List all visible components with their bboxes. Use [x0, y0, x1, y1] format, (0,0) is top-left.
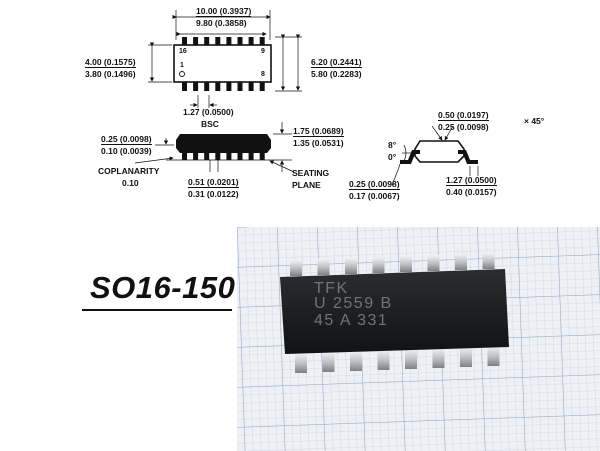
- photo-pin-top: [400, 256, 412, 272]
- photo-pin-bottom: [377, 350, 390, 370]
- pin-1-label: 1: [180, 62, 184, 69]
- dim-chamfer-max: 0.50 (0.0197): [438, 110, 489, 121]
- lead-angle-max: 8°: [388, 140, 397, 150]
- part-name: SO16-150: [90, 270, 236, 305]
- photo-pin-bottom: [405, 349, 417, 369]
- photo-pin-top: [455, 254, 467, 270]
- seating-plane-label-1: SEATING: [292, 168, 330, 178]
- drawing-pin-side: [215, 153, 221, 160]
- drawing-pin-top: [248, 37, 254, 45]
- drawing-pin-top: [193, 37, 199, 45]
- dim-lead-width-min: 0.31 (0.0122): [188, 189, 239, 199]
- dim-foot-length-max: 1.27 (0.0500): [446, 175, 497, 186]
- drawing-pin-bottom: [215, 82, 221, 91]
- drawing-pin-bottom: [237, 82, 243, 91]
- lead-angle-min: 0°: [388, 152, 397, 162]
- drawing-pin-bottom: [259, 82, 265, 91]
- dim-lead-thick-min: 0.17 (0.0067): [349, 191, 400, 201]
- drawing-pin-top: [226, 37, 232, 45]
- photo-pin-top: [345, 258, 357, 274]
- photo-pin-top: [427, 255, 440, 271]
- dim-pitch-note: BSC: [201, 119, 219, 129]
- drawing-pin-bottom: [193, 82, 199, 91]
- pin-16-label: 16: [179, 48, 187, 55]
- dim-body-height-min: 1.35 (0.0531): [293, 138, 344, 148]
- drawing-pin-side: [259, 153, 265, 160]
- photo-pin-bottom: [350, 351, 362, 371]
- side-view: [134, 122, 295, 173]
- drawing-pin-top: [215, 37, 221, 45]
- dim-standoff-min: 0.10 (0.0039): [101, 146, 152, 156]
- chip-photo-graphic: [237, 227, 600, 451]
- photo-pin-bottom: [487, 346, 500, 366]
- chip-marking-line-3: 45 A 331: [314, 312, 389, 329]
- drawing-pin-bottom: [204, 82, 210, 91]
- dim-pitch: 1.27 (0.0500): [183, 107, 234, 117]
- dim-lead-width-max: 0.51 (0.0201): [188, 177, 239, 188]
- pin-8-label: 8: [261, 71, 265, 78]
- part-name-underline: [82, 309, 232, 311]
- dim-left-height-max: 4.00 (0.1575): [85, 57, 136, 68]
- chip-marking-line-1: TFK: [314, 280, 349, 297]
- photo-pin-bottom: [460, 347, 472, 367]
- chip-body: [280, 269, 509, 354]
- pin-9-label: 9: [261, 48, 265, 55]
- photo-pin-bottom: [432, 348, 445, 368]
- photo-pin-top: [372, 257, 385, 273]
- top-view: [148, 10, 302, 108]
- dim-left-height-min: 3.80 (0.1496): [85, 69, 136, 79]
- drawing-pin-side: [204, 153, 210, 160]
- chip-marking-line-2: U 2559 B: [314, 295, 393, 312]
- photo-pin-bottom: [322, 352, 335, 372]
- dim-top-width-min: 9.80 (0.3858): [196, 18, 247, 28]
- package-drawing: [134, 10, 479, 186]
- drawing-pin-top: [204, 37, 210, 45]
- end-view: [391, 125, 479, 186]
- drawing-pin-bottom: [248, 82, 254, 91]
- drawing-pin-side: [193, 153, 199, 160]
- dim-lead-thick-max: 0.25 (0.0098): [349, 179, 400, 190]
- dim-foot-length-min: 0.40 (0.0157): [446, 187, 497, 197]
- drawing-pin-bottom: [226, 82, 232, 91]
- drawing-pin-top: [237, 37, 243, 45]
- drawing-pin-top: [182, 37, 187, 45]
- photo-pin-bottom: [295, 353, 307, 373]
- drawing-pin-top: [259, 37, 265, 45]
- coplanarity-value: 0.10: [122, 178, 139, 188]
- dim-chamfer-min: 0.25 (0.0098): [438, 122, 489, 132]
- photo-pin-top: [317, 259, 330, 275]
- coplanarity-label: COPLANARITY: [98, 166, 160, 176]
- seating-plane-label-2: PLANE: [292, 180, 321, 190]
- photo-pin-top: [290, 260, 302, 276]
- drawing-pin-bottom: [182, 82, 187, 91]
- drawing-pin-side: [226, 153, 232, 160]
- dim-body-height-max: 1.75 (0.0689): [293, 126, 344, 137]
- dim-top-width-max: 10.00 (0.3937): [196, 6, 252, 17]
- photo-pin-top: [482, 253, 495, 269]
- dim-standoff-max: 0.25 (0.0098): [101, 134, 152, 145]
- drawing-pin-side: [182, 153, 187, 160]
- dim-right-height-max: 6.20 (0.2441): [311, 57, 362, 68]
- chamfer-angle: × 45°: [524, 116, 545, 126]
- drawing-pin-side: [237, 153, 243, 160]
- drawing-pin-side: [248, 153, 254, 160]
- dim-right-height-min: 5.80 (0.2283): [311, 69, 362, 79]
- chip-photo: TFK U 2559 B 45 A 331: [237, 227, 600, 451]
